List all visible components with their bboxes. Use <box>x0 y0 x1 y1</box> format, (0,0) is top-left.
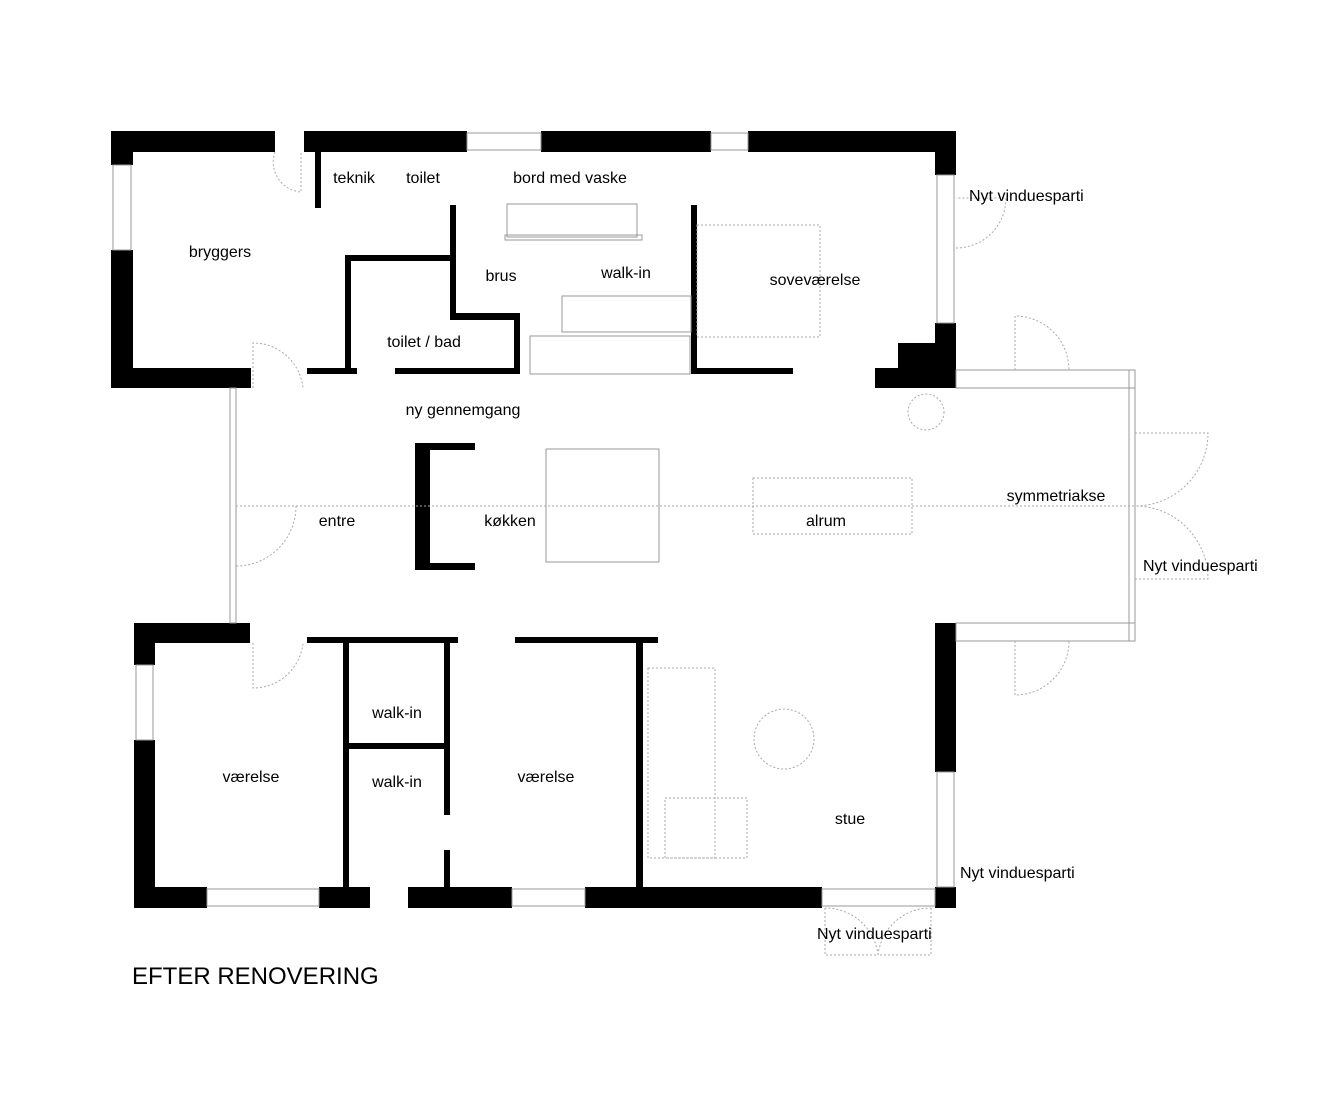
room-label-teknik: teknik <box>333 170 376 187</box>
room-label-walk-in-1: walk-in <box>371 705 422 722</box>
room-labels: bryggers teknik toilet bord med vaske br… <box>189 170 1106 828</box>
room-label-toilet-bad: toilet / bad <box>387 334 461 351</box>
room-label-vaerelse-left: værelse <box>223 769 280 786</box>
window-annotations: Nyt vinduesparti Nyt vinduesparti Nyt vi… <box>817 188 1258 943</box>
room-label-sovevaerelse: soveværelse <box>770 272 861 289</box>
room-label-walk-in-top: walk-in <box>600 265 651 282</box>
room-label-vaerelse-right: værelse <box>518 769 575 786</box>
room-label-toilet: toilet <box>406 170 440 187</box>
annotation-window-s: Nyt vinduesparti <box>817 926 932 943</box>
room-label-alrum: alrum <box>806 513 846 530</box>
room-label-walk-in-2: walk-in <box>371 774 422 791</box>
annotation-window-ne: Nyt vinduesparti <box>969 188 1084 205</box>
room-label-stue: stue <box>835 811 865 828</box>
label-symmetriakse: symmetriakse <box>1007 488 1106 505</box>
thin-lines-windows-doors <box>112 132 1209 956</box>
room-label-entre: entre <box>319 513 356 530</box>
room-label-ny-gennemgang: ny gennemgang <box>406 402 521 419</box>
annotation-window-e: Nyt vinduesparti <box>1143 558 1258 575</box>
room-label-bryggers: bryggers <box>189 244 251 261</box>
annotation-window-se: Nyt vinduesparti <box>960 865 1075 882</box>
room-label-brus: brus <box>485 268 516 285</box>
plan-title: EFTER RENOVERING <box>132 963 379 990</box>
room-label-bord-med-vaske: bord med vaske <box>513 170 627 187</box>
walls <box>111 131 956 908</box>
room-label-koekken: køkken <box>484 513 536 530</box>
